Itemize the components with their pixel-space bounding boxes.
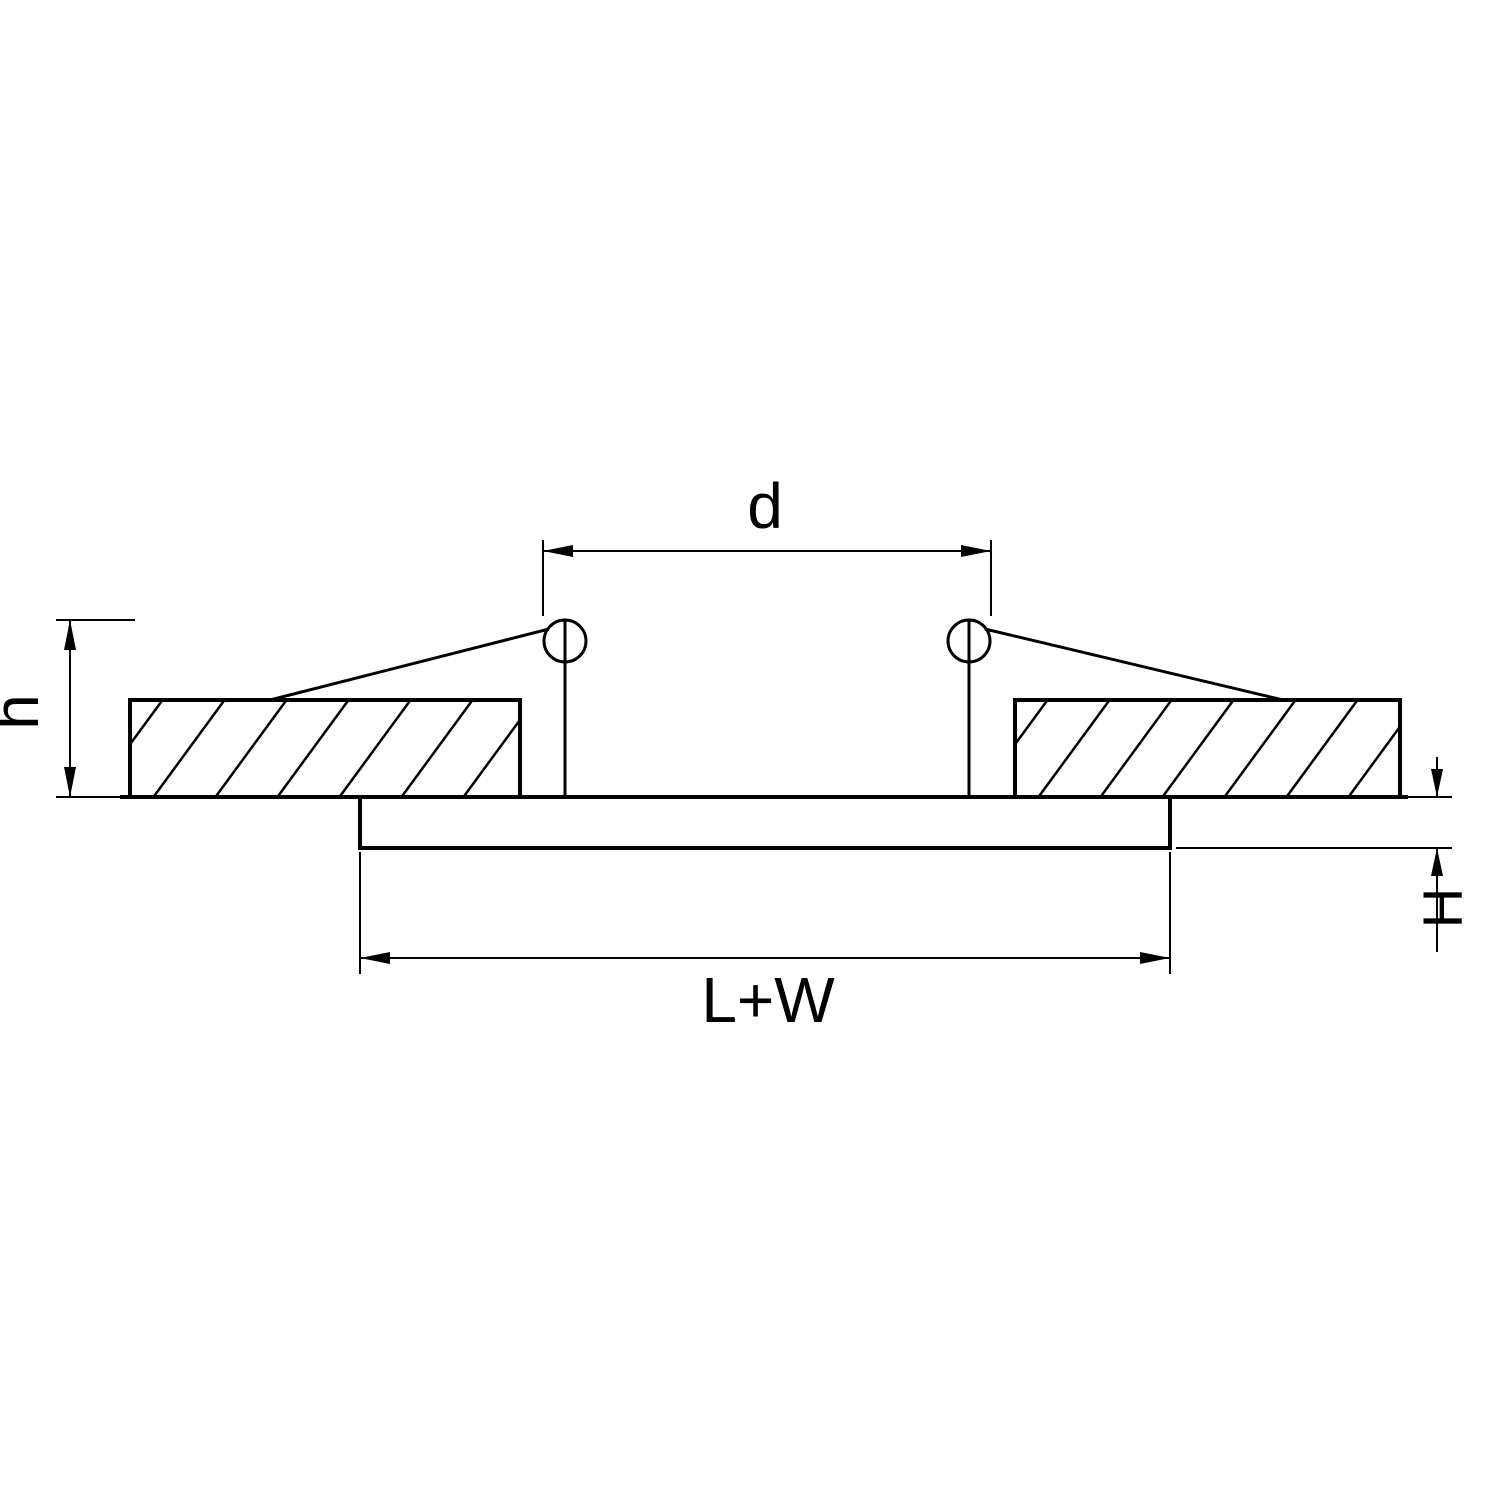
left-ceiling-section	[128, 698, 522, 799]
left-ceiling-outline	[128, 698, 522, 799]
dimension-d-right-arrow	[961, 545, 991, 557]
left-ceiling-hatch	[132, 702, 518, 795]
right-spring-clip	[946, 618, 1284, 797]
dimension-h: h	[0, 619, 135, 798]
dimension-d: d	[542, 470, 992, 616]
dimension-h-top-arrow	[64, 620, 76, 650]
dimension-d-left-arrow	[543, 545, 573, 557]
dimension-LW-right-arrow	[1140, 952, 1170, 964]
dimension-H-label: H	[1411, 888, 1474, 928]
right-ceiling-section	[1013, 698, 1402, 799]
left-clip-arm-line	[269, 627, 550, 702]
dimension-LW-left-arrow	[360, 952, 390, 964]
dimension-h-bottom-arrow	[64, 767, 76, 797]
dimension-d-label: d	[747, 470, 783, 542]
trim-flange	[358, 795, 1172, 850]
dimension-h-label: h	[0, 694, 52, 730]
dimension-H-bottom-arrow	[1431, 848, 1443, 876]
right-ceiling-outline	[1013, 698, 1402, 799]
dimension-H-top-arrow	[1431, 769, 1443, 797]
right-ceiling-hatch	[1017, 702, 1398, 795]
dimension-LW-label: L+W	[701, 964, 835, 1036]
dimension-LW: L+W	[359, 852, 1171, 1036]
dimension-H: H	[1176, 757, 1474, 952]
right-clip-arm-line	[984, 627, 1284, 702]
left-spring-clip	[269, 618, 588, 797]
